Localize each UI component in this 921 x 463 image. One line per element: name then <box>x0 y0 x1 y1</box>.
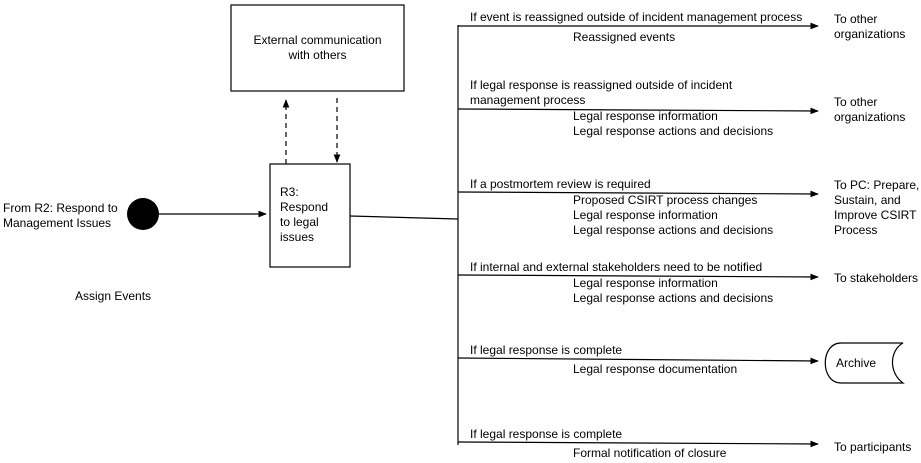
branch-2-condition: If legal response is reassigned outside … <box>470 78 732 108</box>
process-box-label-line: issues <box>280 230 315 244</box>
destination-line: To stakeholders <box>834 271 919 285</box>
external-box-label-line: External communication <box>253 33 382 47</box>
start-node <box>127 198 159 230</box>
output-item: Legal response information <box>573 276 718 290</box>
condition-line: If legal response is reassigned outside … <box>470 78 733 92</box>
condition-line: If legal response is complete <box>470 427 623 441</box>
source-label-line: From R2: Respond to <box>3 201 118 215</box>
branch-5-outputs: Legal response documentation <box>573 362 737 377</box>
branch-arrow-5 <box>457 357 819 365</box>
process-box-r3 <box>269 163 351 268</box>
source-label: From R2: Respond to Management Issues <box>3 201 118 231</box>
branch-3-destination: To PC: Prepare, Sustain, and Improve CSI… <box>834 178 919 238</box>
assign-events-label: Assign Events <box>75 289 152 303</box>
destination-line: Improve CSIRT <box>834 208 917 222</box>
branch-arrow-6 <box>457 440 819 448</box>
destination-line: organizations <box>834 110 906 124</box>
branch-1-outputs: Reassigned events <box>573 30 675 45</box>
branch-arrow-2 <box>457 107 819 115</box>
destination-line: Process <box>834 223 878 237</box>
branch-6-outputs: Formal notification of closure <box>573 446 726 461</box>
destination-line: To PC: Prepare, <box>834 178 920 192</box>
process-box-label-line: R3: <box>280 185 299 199</box>
external-box-label: External communication with others <box>231 33 404 63</box>
destination-line: To other <box>834 95 878 109</box>
branch-arrow-3 <box>457 190 819 198</box>
archive-label: Archive <box>836 356 877 370</box>
condition-line: If internal and external stakeholders ne… <box>470 260 763 274</box>
condition-line: If event is reassigned outside of incide… <box>470 10 803 24</box>
branch-4-destination: To stakeholders <box>834 271 918 286</box>
branch-6-condition: If legal response is complete <box>470 427 622 442</box>
branch-1-destination: To other organizations <box>834 12 905 42</box>
output-item: Legal response actions and decisions <box>573 124 774 138</box>
branch-2-destination: To other organizations <box>834 95 905 125</box>
output-item: Legal response information <box>573 109 718 123</box>
branch-4-condition: If internal and external stakeholders ne… <box>470 260 762 275</box>
destination-line: To other <box>834 12 878 26</box>
external-communication-box <box>230 4 405 92</box>
branch-3-outputs: Proposed CSIRT process changes Legal res… <box>573 193 773 238</box>
process-box-label-line: to legal <box>280 215 319 229</box>
destination-line: Sustain, and <box>834 193 901 207</box>
branch-arrow-4 <box>457 273 819 281</box>
condition-line: If legal response is complete <box>470 343 623 357</box>
archive-store-shape <box>824 342 905 384</box>
output-item: Formal notification of closure <box>573 446 727 460</box>
process-to-bus-line <box>349 215 459 220</box>
condition-line: management process <box>470 93 586 107</box>
process-box-label-line: Respond <box>280 200 329 214</box>
branch-5-condition: If legal response is complete <box>470 343 622 358</box>
external-box-label-line: with others <box>288 48 347 62</box>
branch-4-outputs: Legal response information Legal respons… <box>573 276 773 306</box>
destination-line: To participants <box>834 440 912 454</box>
output-item: Legal response documentation <box>573 362 738 376</box>
condition-line: If a postmortem review is required <box>470 177 651 191</box>
branch-6-destination: To participants <box>834 440 911 455</box>
process-box-label: R3: Respond to legal issues <box>280 185 328 245</box>
destination-line: organizations <box>834 27 906 41</box>
source-label-line: Management Issues <box>3 216 112 230</box>
branch-3-condition: If a postmortem review is required <box>470 177 651 192</box>
branch-5-destination: Archive <box>836 356 876 371</box>
output-item: Reassigned events <box>573 30 676 44</box>
branch-2-outputs: Legal response information Legal respons… <box>573 109 773 139</box>
output-item: Legal response actions and decisions <box>573 223 774 237</box>
output-item: Legal response actions and decisions <box>573 291 774 305</box>
output-item: Legal response information <box>573 208 718 222</box>
output-item: Proposed CSIRT process changes <box>573 193 758 207</box>
branch-1-condition: If event is reassigned outside of incide… <box>470 10 802 25</box>
